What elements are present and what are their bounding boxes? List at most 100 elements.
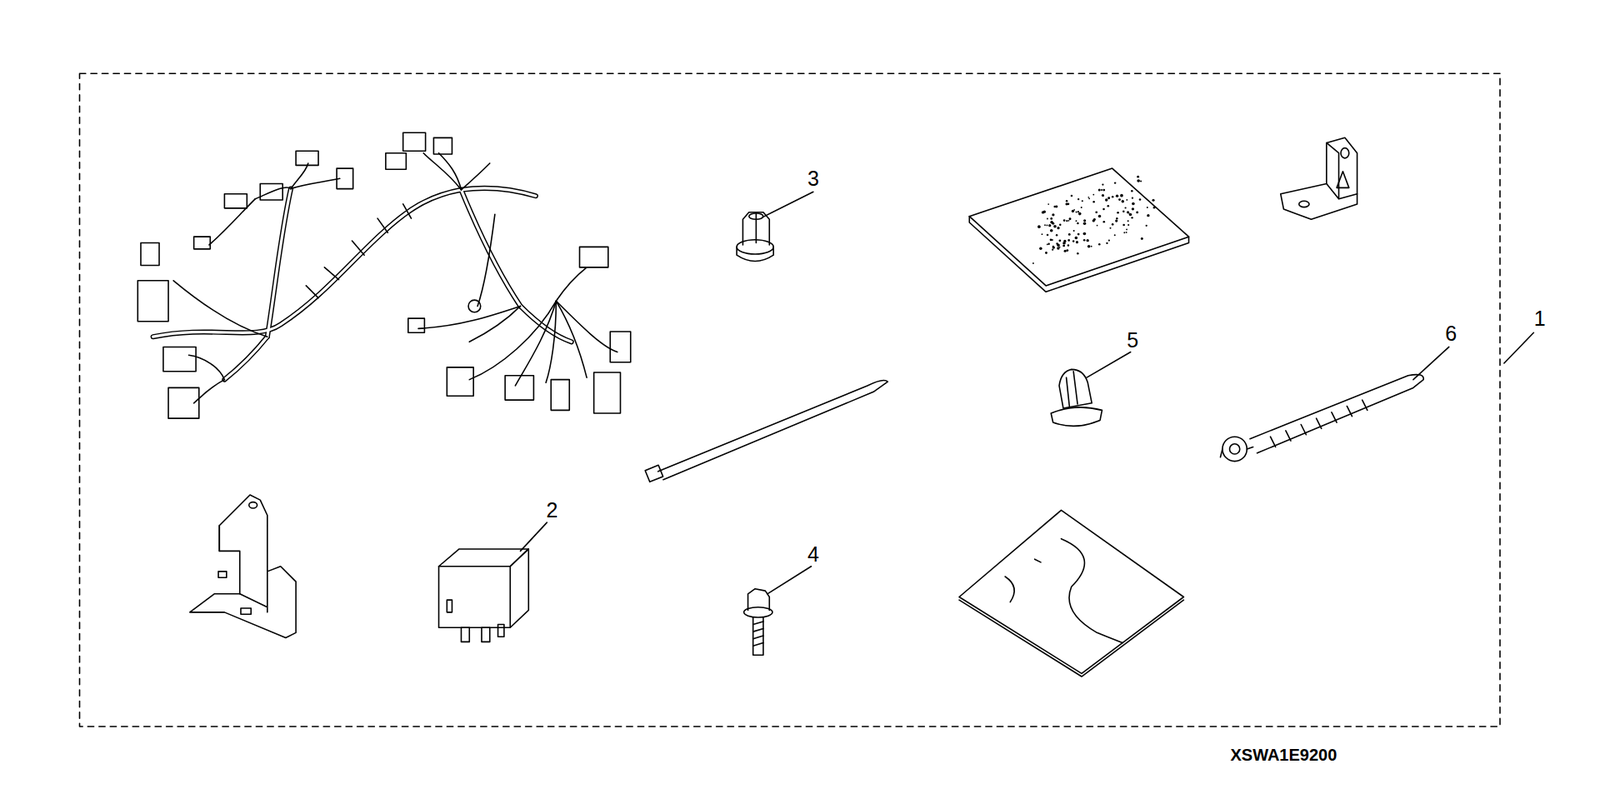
instruction-sheet <box>959 510 1184 677</box>
foam-dot <box>1135 210 1139 214</box>
foam-dot <box>1111 195 1115 199</box>
foam-dot <box>1127 224 1130 226</box>
foam-dot <box>1109 227 1111 230</box>
foam-dot <box>1136 179 1140 183</box>
kit-outline <box>80 73 1500 727</box>
foam-dot <box>1063 240 1066 243</box>
foam-dot <box>1056 246 1060 250</box>
push-clip <box>1050 369 1102 426</box>
foam-dot <box>1145 225 1148 227</box>
foam-dot <box>1126 210 1130 214</box>
foam-dot <box>1083 222 1086 225</box>
foam-dot <box>1058 239 1061 242</box>
foam-dot <box>1062 245 1065 248</box>
foam-dot <box>1051 213 1055 216</box>
foam-dot <box>1151 199 1155 202</box>
callout-number: 4 <box>807 543 820 565</box>
foam-dot <box>1065 200 1068 202</box>
foam-dot <box>1065 249 1069 252</box>
foam-dot <box>1047 203 1050 205</box>
foam-dot <box>1068 233 1071 236</box>
foam-dot <box>1041 233 1044 235</box>
foam-dot <box>1067 239 1070 242</box>
foam-dot <box>1125 199 1128 201</box>
clip-tie <box>1220 375 1424 462</box>
foam-dot <box>1044 224 1046 226</box>
foam-dot <box>1072 240 1075 242</box>
foam-dot <box>1146 206 1149 209</box>
foam-dot <box>1046 218 1049 220</box>
foam-dot <box>1053 205 1056 209</box>
foam-dot <box>1043 210 1046 214</box>
relay <box>439 549 530 642</box>
foam-dot <box>1037 225 1041 229</box>
foam-dot <box>1075 211 1078 214</box>
foam-dot <box>1108 239 1110 241</box>
foam-dot <box>1098 243 1101 246</box>
foam-dot <box>1092 194 1095 196</box>
foam-dot <box>1078 212 1082 216</box>
foam-dot <box>1090 245 1093 248</box>
foam-dot <box>1075 236 1079 240</box>
foam-dot <box>1114 234 1116 236</box>
foam-dot <box>1046 224 1049 226</box>
foam-dot <box>1077 198 1080 200</box>
foam-dot <box>1077 210 1080 213</box>
foam-dot <box>1069 217 1072 220</box>
foam-dot <box>1131 197 1134 200</box>
foam-dot <box>1105 242 1108 245</box>
foam-dot <box>1076 252 1080 255</box>
foam-dot <box>1098 188 1101 191</box>
foam-dot <box>1096 225 1099 227</box>
foam-dot <box>1125 229 1128 231</box>
foam-dot <box>1055 242 1058 245</box>
foam-dot <box>1075 220 1078 222</box>
foam-dot <box>1056 226 1060 230</box>
callout-number: 1 <box>1534 308 1546 330</box>
foam-dot <box>1092 200 1095 204</box>
foam-dot <box>1052 245 1055 249</box>
foam-dot <box>1115 217 1118 220</box>
foam-dot <box>1071 210 1075 213</box>
foam-dot <box>1047 243 1050 245</box>
foam-dot <box>1125 231 1128 234</box>
foam-dot <box>1123 231 1125 234</box>
foam-dot <box>1065 202 1068 205</box>
foam-dot <box>1073 230 1075 232</box>
foam-dot <box>1121 200 1125 203</box>
foam-dot <box>1064 250 1067 253</box>
foam-pad <box>969 168 1189 292</box>
foam-dot <box>1120 194 1124 198</box>
foam-dot <box>1051 249 1054 251</box>
foam-dot <box>1065 220 1068 222</box>
callout-number: 6 <box>1445 323 1457 345</box>
foam-dot <box>1114 181 1116 184</box>
mounting-bracket <box>190 495 296 638</box>
foam-dot <box>1153 206 1156 210</box>
foam-dot <box>1051 222 1055 225</box>
wire-harness <box>137 132 630 419</box>
foam-dot <box>1067 244 1070 247</box>
foam-dot <box>1131 202 1135 206</box>
foam-dot <box>1076 222 1080 225</box>
foam-dot <box>1140 180 1142 183</box>
foam-dot <box>1130 216 1133 219</box>
foam-dot <box>1063 219 1066 222</box>
foam-dot <box>1087 245 1091 249</box>
foam-dot <box>1055 234 1058 236</box>
foam-dot <box>1045 251 1048 255</box>
foam-dot <box>1081 200 1084 202</box>
foam-dot <box>1106 205 1110 208</box>
foam-dot <box>1131 207 1135 210</box>
foam-dot <box>1083 239 1086 242</box>
flange-bolt <box>744 589 773 656</box>
foam-dot <box>1100 189 1103 191</box>
foam-dot <box>1053 225 1057 229</box>
foam-dot <box>1048 224 1051 227</box>
foam-dot <box>1083 232 1087 236</box>
foam-dot <box>1083 219 1086 222</box>
foam-dot <box>1087 196 1090 199</box>
foam-dot <box>1129 213 1133 217</box>
foam-dot <box>1050 229 1054 233</box>
